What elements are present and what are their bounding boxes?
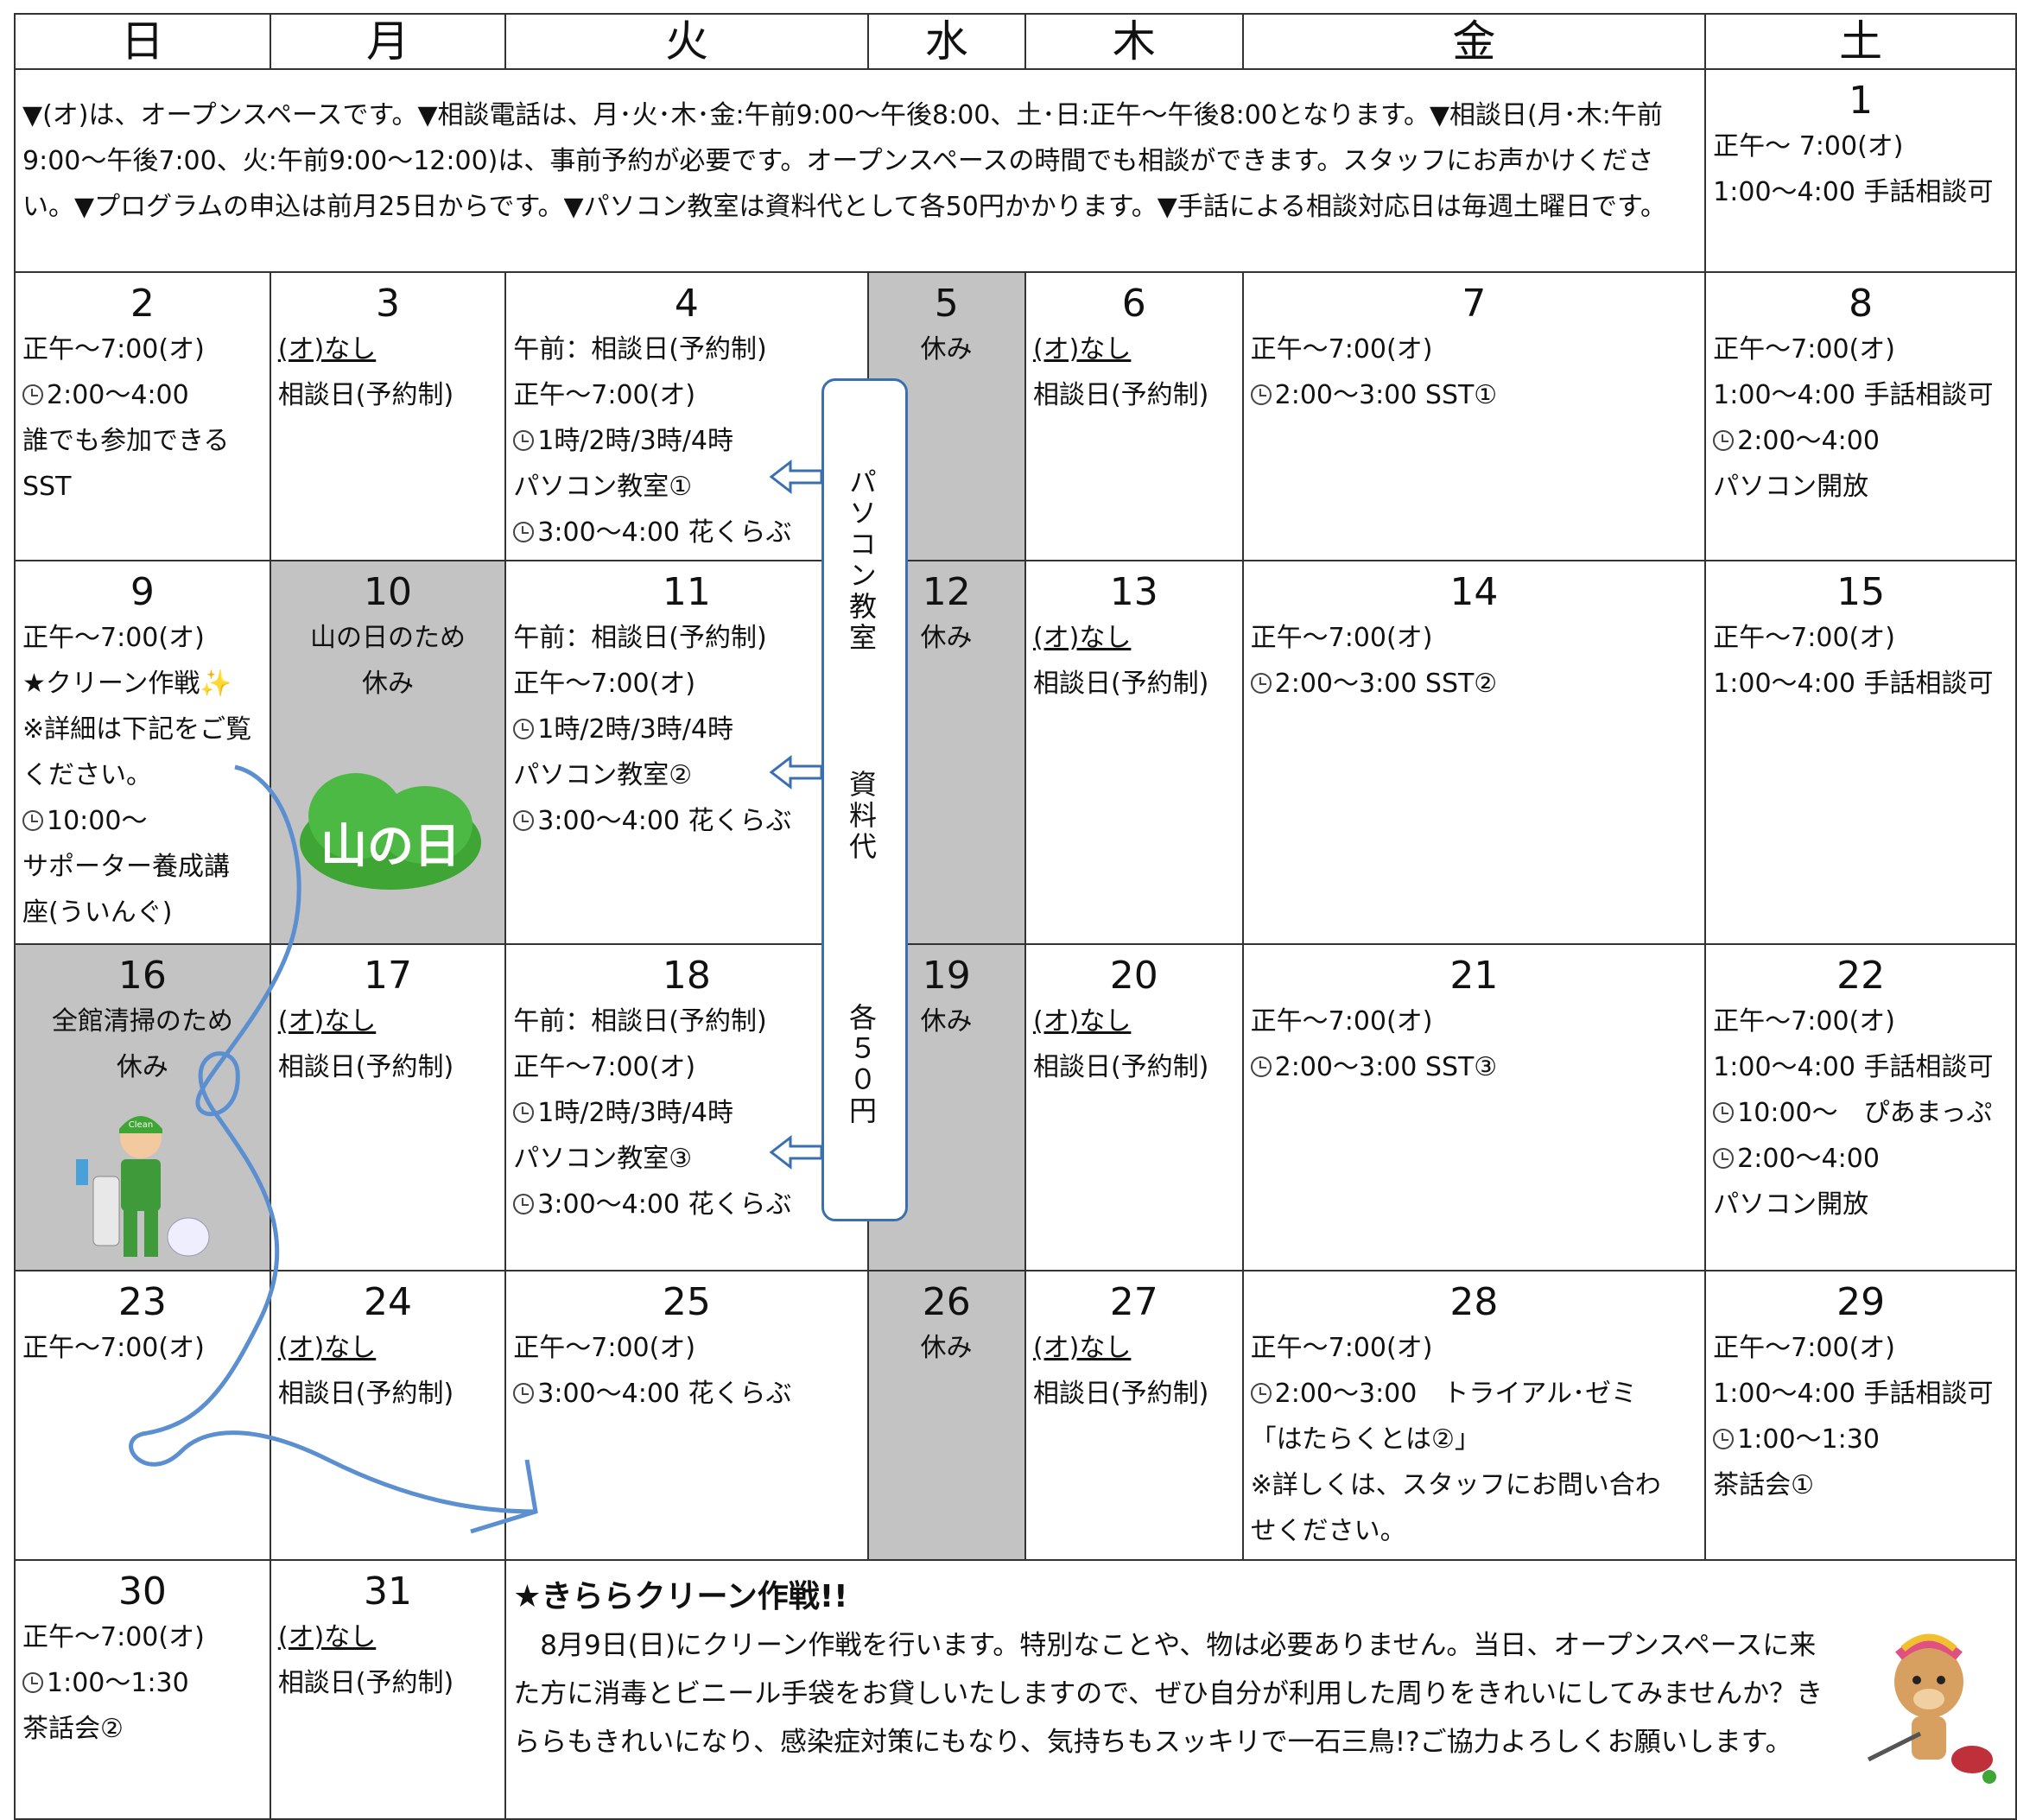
clock-icon	[1250, 1382, 1272, 1404]
clock-icon	[22, 384, 43, 405]
day-24: 24(オ)なし相談日(予約制)	[269, 1270, 507, 1561]
day-17: 17(オ)なし相談日(予約制)	[269, 943, 507, 1271]
clean-campaign-notice: ★きららクリーン作戦!! 8月9日(日)にクリーン作戦を行います。特別なことや、…	[504, 1559, 2017, 1820]
day-27: 27(オ)なし相談日(予約制)	[1024, 1270, 1244, 1561]
clock-icon	[513, 1382, 535, 1404]
day-1: 1 正午～ 7:00(オ) 1:00～4:00 手話相談可	[1704, 68, 2017, 273]
header-fri: 金	[1241, 13, 1707, 70]
header-tue: 火	[504, 13, 869, 70]
clean-campaign-body: 8月9日(日)にクリーン作戦を行います。特別なことや、物は必要ありません。当日、…	[513, 1630, 1824, 1758]
clock-icon	[513, 718, 535, 739]
clock-icon	[513, 521, 535, 542]
clean-badge-text: Clean	[129, 1120, 153, 1130]
clock-icon	[513, 809, 535, 831]
intro-notice: ▼(オ)は、オープンスペースです。▼相談電話は、月･火･木･金:午前9:00～午…	[13, 68, 1707, 273]
clock-icon	[513, 429, 535, 451]
mountain-day-logo: 山の日	[299, 773, 481, 890]
day-13: 13(オ)なし相談日(予約制)	[1024, 560, 1244, 945]
header-mon: 月	[269, 13, 507, 70]
cleaning-staff-illustration: Clean	[76, 1116, 210, 1257]
mountain-day-logo-text: 山の日	[320, 819, 460, 873]
clock-icon	[1250, 672, 1272, 694]
clock-icon	[1713, 1428, 1735, 1449]
day-3: 3(オ)なし相談日(予約制)	[269, 271, 507, 561]
day-6: 6(オ)なし相談日(予約制)	[1024, 271, 1244, 561]
clean-campaign-title: ★きららクリーン作戦!!	[513, 1579, 848, 1614]
horse-mascot-illustration	[1867, 1633, 1996, 1784]
clock-icon	[1713, 1147, 1735, 1169]
clock-icon	[513, 1101, 535, 1123]
calendar-table: 日 月 火 水 木 金 土 ▼(オ)は、オープンスペースです。▼相談電話は、月･…	[13, 13, 2017, 1820]
pc-class-label: パソコン教室	[845, 467, 878, 654]
clock-icon	[1713, 1101, 1735, 1123]
pc-fee-amount: 各５０円	[845, 1003, 878, 1127]
header-wed: 水	[866, 13, 1026, 70]
clock-icon	[513, 1193, 535, 1214]
pc-fee-label: 資料代	[845, 770, 878, 863]
clock-icon	[22, 809, 43, 831]
clock-icon	[1713, 429, 1735, 451]
clock-icon	[1250, 384, 1272, 405]
clock-icon	[1250, 1056, 1272, 1077]
header-sun: 日	[14, 13, 271, 70]
clock-icon	[22, 1671, 43, 1693]
pc-class-fee-box: パソコン教室 資料代 各５０円	[821, 378, 908, 1221]
header-sat: 土	[1704, 13, 2017, 70]
day-31: 31(オ)なし相談日(予約制)	[269, 1559, 507, 1820]
day-20: 20(オ)なし相談日(予約制)	[1024, 943, 1244, 1271]
header-thu: 木	[1024, 13, 1244, 70]
